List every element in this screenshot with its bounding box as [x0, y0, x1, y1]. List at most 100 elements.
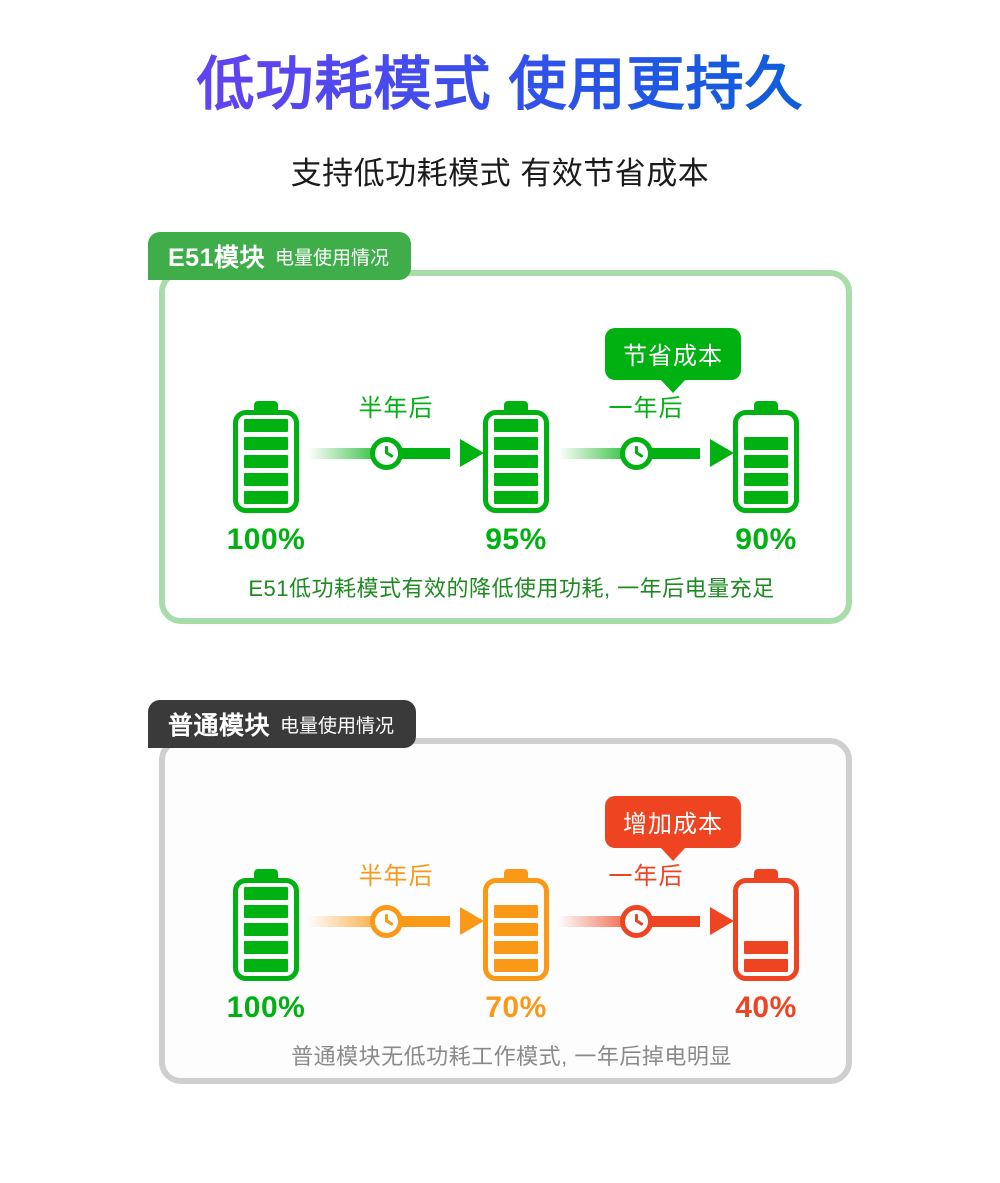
- battery-bars: [483, 878, 549, 981]
- battery-bars: [483, 410, 549, 513]
- battery-bar: [244, 473, 288, 486]
- battery-bar: [744, 941, 788, 954]
- battery-stage-2: 70%: [456, 869, 576, 1025]
- battery-flow-normal: 增加成本 100% 半年后: [165, 744, 858, 1078]
- battery-bar: [244, 905, 288, 918]
- battery-percent-label: 70%: [485, 991, 547, 1024]
- battery-cap: [504, 401, 528, 411]
- transition-label: 一年后: [608, 395, 684, 422]
- clock-icon: [620, 437, 653, 470]
- battery-bar: [744, 491, 788, 504]
- battery-bar: [494, 473, 538, 486]
- battery-bar: [494, 923, 538, 936]
- battery-bar: [494, 419, 538, 432]
- arrow-with-clock-icon: [558, 433, 734, 473]
- battery-bar: [244, 959, 288, 972]
- battery-bar: [744, 455, 788, 468]
- clock-icon: [370, 437, 403, 470]
- battery-bar: [744, 959, 788, 972]
- battery-bar: [494, 437, 538, 450]
- battery-stage-1: 100%: [206, 869, 326, 1025]
- battery-percent-label: 95%: [485, 523, 547, 556]
- battery-icon: [483, 869, 549, 981]
- card-tab-title: 普通模块: [168, 712, 271, 740]
- transition-1: 半年后: [306, 388, 486, 473]
- battery-percent-label: 90%: [735, 523, 797, 556]
- battery-bar: [244, 419, 288, 432]
- transition-2: 一年后: [556, 388, 736, 473]
- clock-minute-hand: [635, 919, 644, 927]
- transition-label: 一年后: [608, 863, 684, 890]
- battery-percent-label: 100%: [226, 991, 306, 1024]
- badge-increase-cost: 增加成本: [605, 796, 741, 848]
- arrow-with-clock-icon: [308, 433, 484, 473]
- transition-label: 半年后: [358, 395, 434, 422]
- card-tab-subtitle: 电量使用情况: [280, 715, 395, 737]
- arrow-head: [460, 439, 484, 467]
- battery-icon: [233, 869, 299, 981]
- card-tab-title: E51模块: [168, 244, 265, 272]
- battery-cap: [754, 401, 778, 411]
- battery-stage-3: 90%: [706, 401, 826, 557]
- clock-minute-hand: [635, 451, 644, 459]
- battery-icon: [233, 401, 299, 513]
- card-note-normal: 普通模块无低功耗工作模式, 一年后掉电明显: [291, 1044, 732, 1069]
- clock-hour-hand: [385, 914, 388, 922]
- battery-icon: [733, 869, 799, 981]
- battery-bar: [494, 959, 538, 972]
- clock-icon: [620, 905, 653, 938]
- card-tab-subtitle: 电量使用情况: [274, 247, 389, 269]
- clock-hour-hand: [385, 446, 388, 454]
- card-tab-normal[interactable]: 普通模块 电量使用情况: [148, 700, 417, 748]
- battery-shell: [733, 410, 799, 513]
- battery-bars: [733, 410, 799, 513]
- battery-bar: [494, 455, 538, 468]
- badge-save-cost: 节省成本: [605, 328, 741, 380]
- battery-flow-e51: 节省成本 100% 半年后: [165, 276, 858, 618]
- battery-bar: [494, 941, 538, 954]
- battery-bar: [494, 905, 538, 918]
- card-normal-body: 增加成本 100% 半年后: [159, 738, 852, 1084]
- battery-bar: [244, 923, 288, 936]
- battery-bars: [233, 410, 299, 513]
- card-e51-body: 节省成本 100% 半年后: [159, 270, 852, 624]
- battery-cap: [504, 869, 528, 879]
- battery-stage-1: 100%: [206, 401, 326, 557]
- arrow-with-clock-icon: [308, 901, 484, 941]
- page-title: 低功耗模式 使用更持久: [0, 52, 1000, 119]
- battery-percent-label: 100%: [226, 523, 306, 556]
- battery-shell: [233, 410, 299, 513]
- card-tab-e51[interactable]: E51模块 电量使用情况: [148, 232, 411, 280]
- clock-hour-hand: [635, 914, 638, 922]
- battery-cap: [254, 869, 278, 879]
- transition-1: 半年后: [306, 856, 486, 941]
- battery-shell: [233, 878, 299, 981]
- arrow-head: [710, 439, 734, 467]
- battery-bars: [233, 878, 299, 981]
- battery-bars: [733, 878, 799, 981]
- battery-cap: [754, 869, 778, 879]
- clock-minute-hand: [385, 919, 394, 927]
- battery-bar: [244, 887, 288, 900]
- card-note-e51: E51低功耗模式有效的降低使用功耗, 一年后电量充足: [248, 576, 775, 601]
- clock-icon: [370, 905, 403, 938]
- clock-hour-hand: [635, 446, 638, 454]
- battery-percent-label: 40%: [735, 991, 797, 1024]
- battery-bar: [244, 437, 288, 450]
- transition-2: 一年后: [556, 856, 736, 941]
- battery-icon: [483, 401, 549, 513]
- battery-shell: [483, 878, 549, 981]
- battery-bar: [494, 491, 538, 504]
- battery-shell: [733, 878, 799, 981]
- battery-bar: [244, 491, 288, 504]
- battery-bar: [244, 455, 288, 468]
- battery-bar: [244, 941, 288, 954]
- clock-minute-hand: [385, 451, 394, 459]
- arrow-head: [710, 907, 734, 935]
- battery-shell: [483, 410, 549, 513]
- battery-cap: [254, 401, 278, 411]
- page-subtitle: 支持低功耗模式 有效节省成本: [290, 156, 710, 191]
- arrow-with-clock-icon: [558, 901, 734, 941]
- battery-stage-2: 95%: [456, 401, 576, 557]
- battery-bar: [744, 437, 788, 450]
